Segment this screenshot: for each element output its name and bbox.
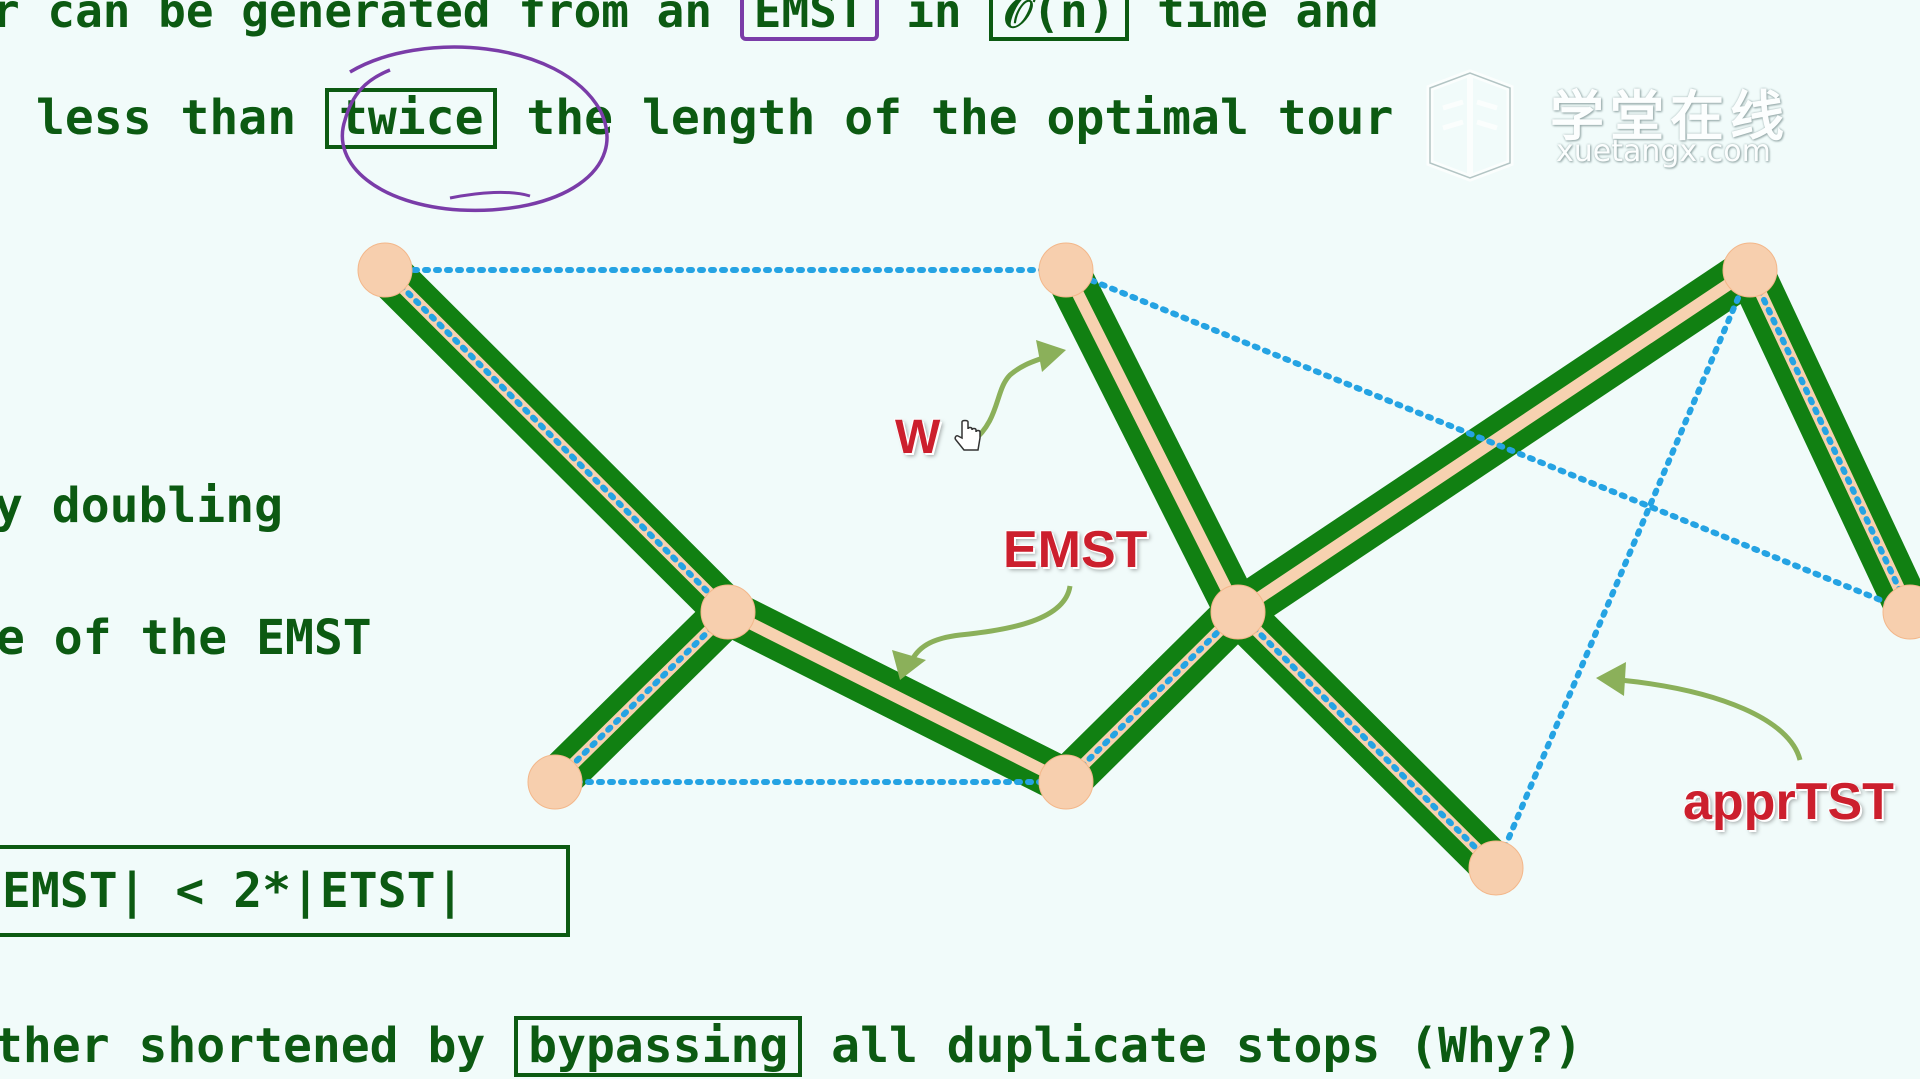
node-B [700,584,756,640]
twice-box: twice [324,88,498,149]
slide-line-1: r can be generated from an EMST in 𝒪(n) … [0,0,1379,41]
big-o-box: 𝒪(n) [989,0,1130,41]
tour-edge-B-C [552,609,731,785]
tour-edge-I-F [1063,267,1913,615]
line1-pre: r can be generated from an [0,0,740,38]
slide-line-4: e of the EMST [0,610,372,666]
w-label: W [895,411,941,464]
xuetangx-logo-icon [1426,69,1514,182]
node-D [1038,754,1094,810]
tour-edges [382,267,1913,871]
node-H [1722,242,1778,298]
node-A [357,242,413,298]
line2-pre: less than [36,90,325,146]
line5-post: all duplicate stops (Why?) [802,1018,1583,1074]
graph-nodes [357,242,1920,896]
node-C [527,754,583,810]
apprtst-arrowhead [1596,662,1626,696]
emst-core-E-F [1060,264,1244,618]
tour-edge-E-G [1235,609,1499,871]
node-F [1038,242,1094,298]
emst-core-B-D [722,606,1072,788]
emst-edges [368,250,1920,885]
hand-cursor-icon [954,419,981,451]
node-E [1210,584,1266,640]
slide-line-5: ther shortened by bypassing all duplicat… [0,1016,1583,1077]
watermark-logo-text: 学堂在线 [1550,85,1790,148]
emst-edge-cores [379,264,1916,874]
slide-line-2: less than twice the length of the optima… [36,88,1393,149]
line5-pre: ther shortened by [0,1018,515,1074]
twice-annotation-underline [449,190,531,200]
emst-arrowhead [892,650,926,680]
emst-arrow [909,585,1073,662]
emst-box: EMST [739,0,879,41]
w-arrow [970,352,1052,444]
bypassing-box: bypassing [514,1016,803,1077]
twice-annotation-circle [340,45,609,213]
line1-mid: in [878,0,990,38]
apprtst-arrow [1619,677,1803,761]
slide-line-3: y doubling [0,478,283,534]
tour-edge-H-I [1747,267,1913,615]
tour-edge-A-B [382,267,731,615]
formula-box: EMST| < 2*|ETST| [0,845,570,937]
w-arrowhead [1036,340,1066,372]
apprtst-label: apprTST [1683,773,1894,831]
tour-edge-D-E [1063,609,1241,785]
line1-post: time and [1129,0,1379,38]
line2-post: the length of the optimal tour [497,90,1394,146]
formula-text: EMST| < 2*|ETST| [2,863,465,919]
node-I [1882,584,1920,640]
emst-label: EMST [1003,521,1148,579]
tour-edge-G-H [1493,267,1753,871]
node-G [1468,840,1524,896]
watermark-domain: xuetangx.com [1556,134,1771,169]
